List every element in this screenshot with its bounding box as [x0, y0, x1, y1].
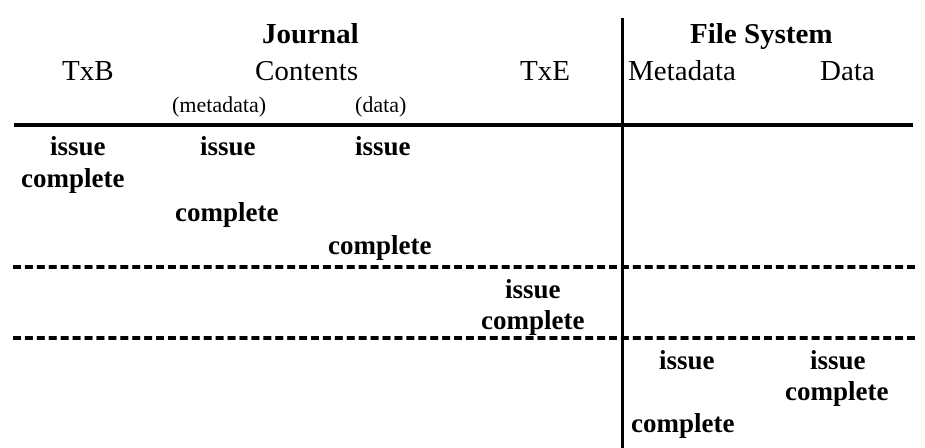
column-header-txe: TxE [520, 55, 570, 87]
event-txe-complete: complete [481, 305, 585, 335]
column-header-contents: Contents [255, 55, 359, 87]
phase-separator-2 [13, 336, 915, 340]
phase-separator-1 [13, 265, 915, 269]
event-fs-data-complete: complete [785, 376, 889, 406]
event-fs-metadata-issue: issue [659, 345, 715, 375]
header-rule [14, 123, 913, 127]
event-txb-complete: complete [21, 163, 125, 193]
event-journal-metadata-complete: complete [175, 197, 279, 227]
column-subheader-data: (data) [355, 92, 407, 117]
column-header-fs-data: Data [820, 55, 875, 87]
event-txb-issue: issue [50, 131, 106, 161]
group-header-file-system: File System [690, 18, 833, 50]
event-txe-issue: issue [505, 274, 561, 304]
event-fs-data-issue: issue [810, 345, 866, 375]
journal-filesystem-divider [621, 18, 624, 448]
column-header-txb: TxB [62, 55, 114, 87]
column-subheader-metadata: (metadata) [172, 92, 267, 117]
event-fs-metadata-complete: complete [631, 408, 735, 438]
group-header-journal: Journal [262, 18, 359, 50]
event-journal-data-issue: issue [355, 131, 411, 161]
event-journal-metadata-issue: issue [200, 131, 256, 161]
column-header-fs-metadata: Metadata [628, 55, 736, 87]
event-journal-data-complete: complete [328, 230, 432, 260]
